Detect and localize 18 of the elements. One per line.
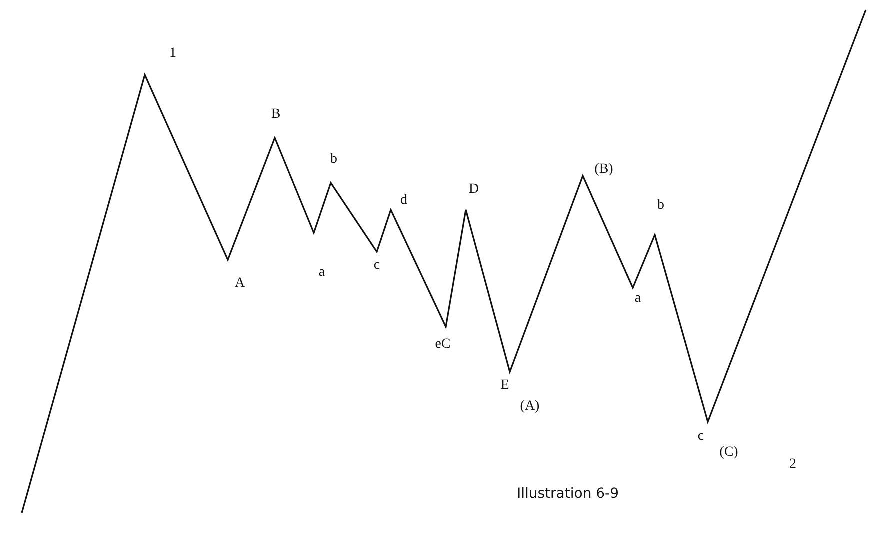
wave-label: 1 (170, 47, 176, 61)
wave-label: d (400, 194, 408, 208)
wave-label: c (374, 259, 380, 273)
wave-label: E (500, 379, 510, 393)
wave-label: eC (435, 338, 451, 352)
wave-label: a (318, 266, 326, 280)
wave-label: c (698, 430, 704, 444)
wave-label: (A) (520, 400, 540, 414)
wave-label: 2 (790, 458, 796, 472)
wave-label: (C) (720, 446, 738, 460)
caption: Illustration 6-9 (516, 486, 620, 502)
wave-label: b (658, 199, 664, 213)
wave-label: a (634, 292, 642, 306)
wave-label: D (468, 183, 480, 197)
wave-label: B (271, 108, 281, 122)
wave-label: (B) (594, 163, 614, 177)
wave-label: A (234, 277, 246, 291)
wave-label: b (330, 153, 338, 167)
